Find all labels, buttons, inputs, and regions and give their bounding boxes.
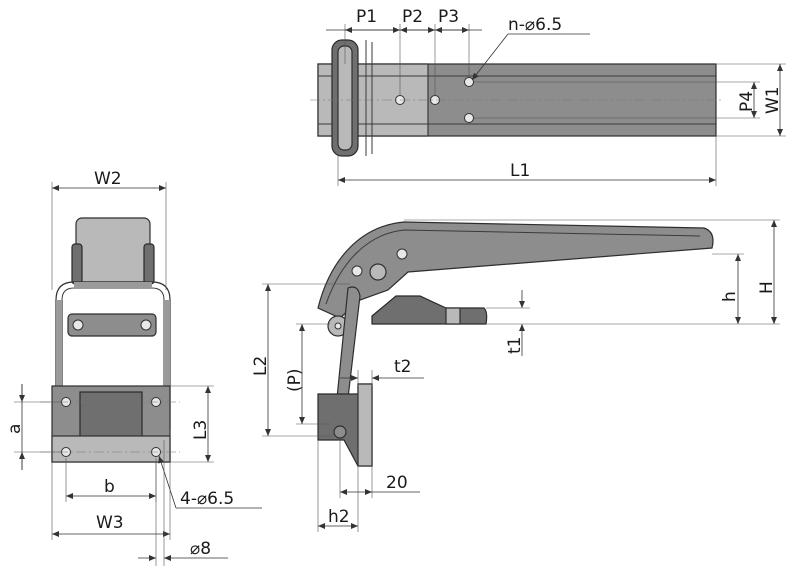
front-view-handle-top bbox=[75, 217, 151, 283]
label-L2: L2 bbox=[251, 356, 271, 376]
label-L3: L3 bbox=[191, 420, 211, 440]
label-P1: P1 bbox=[356, 7, 377, 27]
label-t2: t2 bbox=[394, 357, 411, 377]
label-L1: L1 bbox=[510, 161, 530, 181]
side-view-lever bbox=[317, 221, 714, 319]
label-d8: ⌀8 bbox=[190, 539, 211, 559]
label-P2: P2 bbox=[402, 7, 423, 27]
side-view-latch-plate bbox=[371, 295, 488, 325]
front-view-pivot-bar bbox=[67, 313, 157, 337]
label-4-hole: 4-⌀6.5 bbox=[180, 489, 234, 509]
label-W3: W3 bbox=[96, 513, 124, 533]
top-hole-4 bbox=[464, 113, 474, 123]
label-h2: h2 bbox=[328, 507, 350, 527]
label-t1: t1 bbox=[505, 337, 525, 354]
label-20: 20 bbox=[386, 473, 408, 493]
label-P4: P4 bbox=[737, 91, 757, 112]
label-W2: W2 bbox=[94, 169, 122, 189]
front-view: W2 a L3 b 4-⌀6.5 W3 ⌀8 bbox=[5, 169, 262, 566]
label-n-hole: n-⌀6.5 bbox=[508, 15, 562, 35]
label-h: h bbox=[720, 291, 740, 302]
label-a: a bbox=[5, 424, 25, 434]
top-hole-3 bbox=[464, 77, 474, 87]
side-view: L2 (P) t2 h H t1 20 bbox=[251, 219, 780, 532]
label-P: (P) bbox=[285, 368, 305, 392]
label-W1: W1 bbox=[763, 86, 783, 114]
label-H: H bbox=[757, 281, 777, 294]
label-P3: P3 bbox=[438, 7, 459, 27]
top-view: P1 P2 P3 n-⌀6.5 P4 W1 L1 bbox=[310, 7, 786, 186]
label-b: b bbox=[104, 477, 115, 497]
